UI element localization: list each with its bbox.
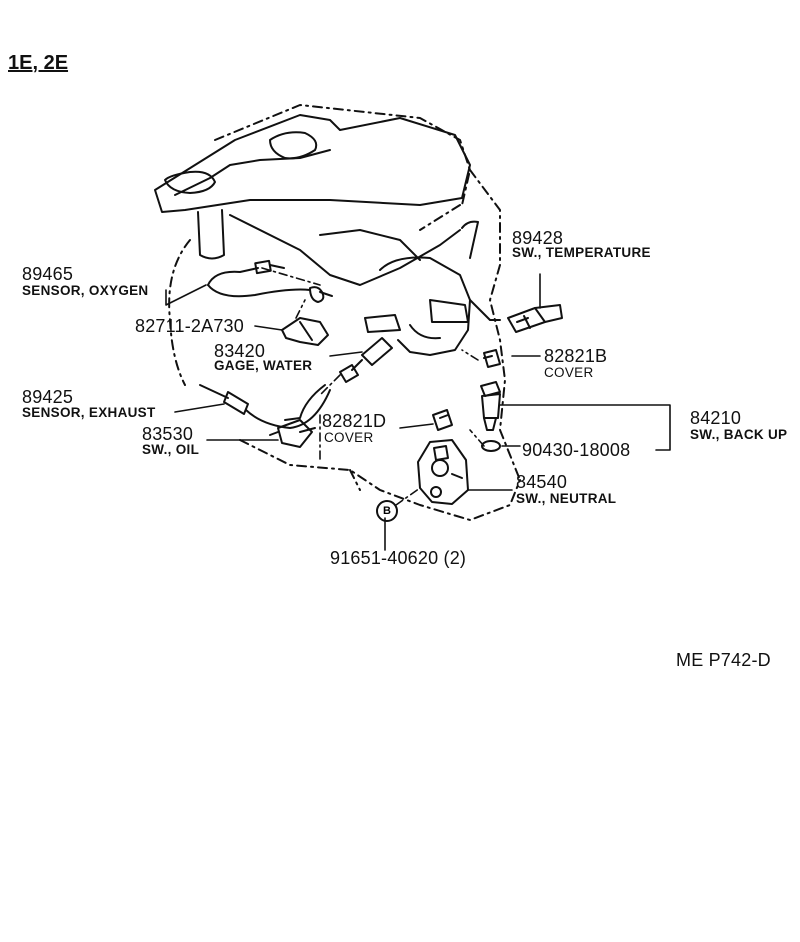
part-name-backup-switch: SW., BACK UP [690, 427, 788, 442]
part-name-temperature-switch: SW., TEMPERATURE [512, 245, 651, 260]
part-number-91651-40620: 91651-40620 (2) [330, 548, 467, 568]
backup-switch-icon [480, 381, 501, 431]
part-number-89425: 89425 [22, 387, 74, 407]
part-number-82821b: 82821B [544, 346, 608, 366]
part-name-cover-b: COVER [544, 365, 594, 380]
intake-pipe [197, 209, 225, 260]
water-outlet-housing [364, 256, 471, 356]
part-name-cover-d: COVER [324, 430, 374, 445]
part-number-90430-18008: 90430-18008 [522, 440, 631, 460]
part-number-84210: 84210 [690, 408, 742, 428]
part-number-89465: 89465 [22, 264, 74, 284]
part-number-84540: 84540 [516, 472, 568, 492]
part-name-water-gage: GAGE, WATER [214, 358, 313, 373]
part-name-neutral-switch: SW., NEUTRAL [516, 491, 617, 506]
part-number-82821d: 82821D [322, 411, 387, 431]
cover-b-icon [483, 349, 501, 368]
bolt-marker-icon: B [376, 500, 398, 522]
model-header: 1E, 2E [8, 52, 69, 74]
phantom-leaders [261, 267, 485, 506]
oil-switch-icon [269, 419, 316, 448]
head-cover [154, 114, 471, 213]
part-number-83420: 83420 [214, 341, 266, 361]
neutral-switch-icon [417, 439, 469, 505]
bracket-icon [281, 317, 329, 346]
part-name-oxygen-sensor: SENSOR, OXYGEN [22, 283, 149, 298]
cover-d-icon [432, 409, 453, 431]
oxygen-sensor-icon [207, 259, 333, 303]
water-gage-icon [284, 337, 393, 421]
part-name-oil-switch: SW., OIL [142, 442, 200, 457]
gasket-icon [481, 440, 501, 452]
leader-lines [165, 273, 671, 551]
temperature-switch-icon [507, 304, 563, 333]
part-name-exhaust-sensor: SENSOR, EXHAUST [22, 405, 156, 420]
exhaust-sensor-icon [199, 384, 331, 429]
engine-outline [168, 104, 521, 521]
figure-code: ME P742-D [676, 650, 771, 670]
part-number-82711-2a730: 82711-2A730 [135, 316, 244, 336]
part-number-89428: 89428 [512, 228, 564, 248]
part-number-83530: 83530 [142, 424, 194, 444]
